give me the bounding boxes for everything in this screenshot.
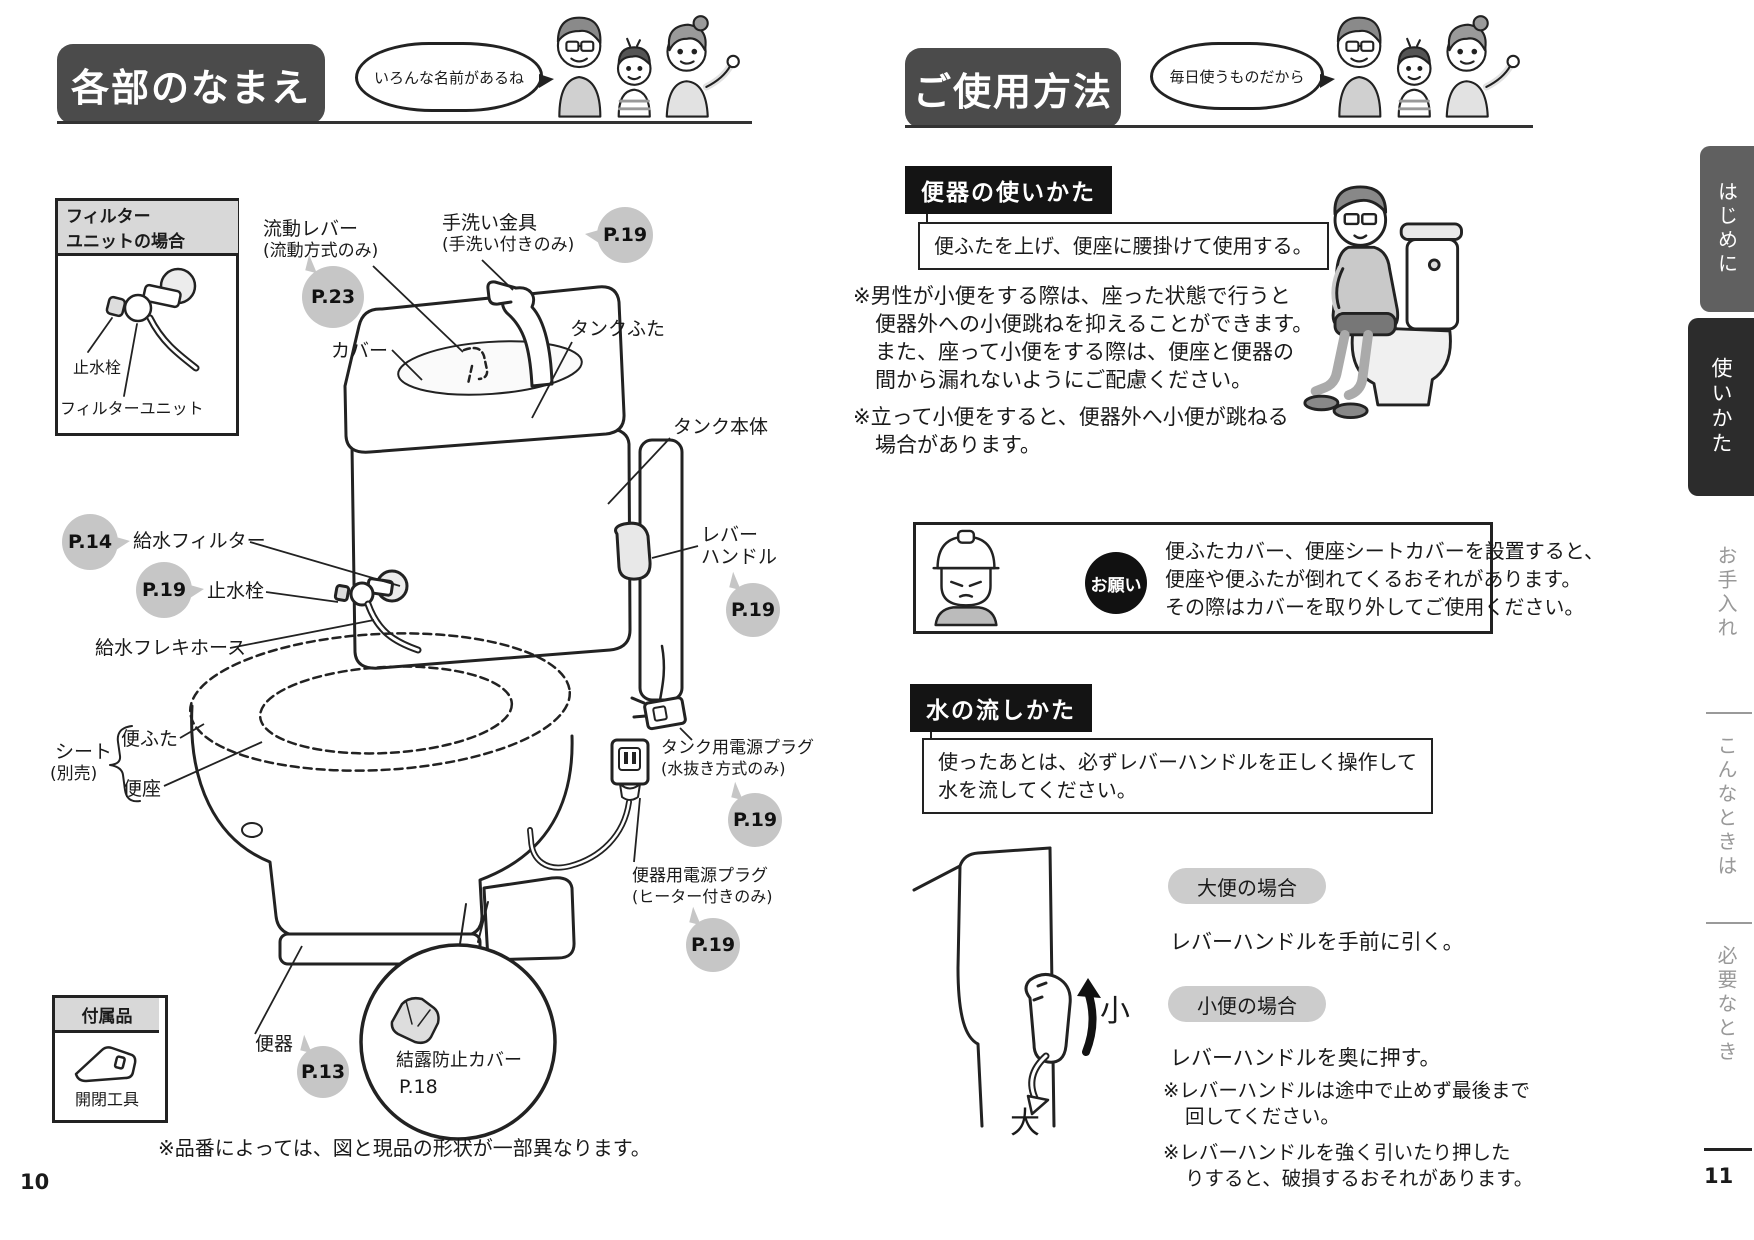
usage-statement: 便ふたを上げ、便座に腰掛けて使用する。 (918, 222, 1329, 270)
onegai-box (913, 522, 1493, 634)
sidebar-divider-1 (1706, 712, 1752, 714)
page-ref-p14: P.14 (62, 514, 130, 570)
label-filter-unit: フィルターユニット (60, 399, 204, 418)
accessory-box-title: 付属品 (55, 998, 159, 1033)
right-page-title-banner: ご使用方法 (905, 48, 1121, 128)
right-header-rule (905, 125, 1533, 128)
label-bowl-plug: 便器用電源プラグ (632, 866, 768, 886)
pill-small-flush-case: 小便の場合 (1168, 986, 1326, 1022)
label-flow-lever: 流動レバー (263, 218, 359, 240)
label-tank-body: タンク本体 (673, 416, 769, 438)
label-lever-handle-1: レバー (701, 524, 759, 546)
label-supply-filter: 給水フィルター (133, 530, 266, 552)
label-bowl: 便器 (255, 1033, 294, 1055)
tool-icon (74, 1046, 137, 1083)
label-stop-valve: 止水栓 (207, 580, 265, 602)
flush-note-1: ※レバーハンドルは途中で止めず最後まで 回してください。 (1163, 1079, 1530, 1128)
toilet-diagram (109, 259, 699, 1141)
label-supply-hose: 給水フレキホース (95, 637, 247, 659)
worker-illustration (932, 529, 1000, 627)
sitting-man-illustration (1303, 185, 1463, 420)
label-condensation-page: P.18 (399, 1076, 438, 1098)
page-number-left: 10 (20, 1170, 50, 1194)
section2-connector (930, 732, 932, 740)
page-ref-p13: P.13 (297, 1046, 349, 1098)
flush-note-2: ※レバーハンドルを強く引いたり押した りすると、破損するおそれがあります。 (1163, 1141, 1534, 1190)
filter-unit-box-title: フィルター ユニットの場合 (58, 201, 238, 256)
label-tank-plug: タンク用電源プラグ (661, 738, 814, 758)
label-big-flush: 大 (1010, 1106, 1040, 1141)
sidebar-divider-2 (1706, 922, 1752, 924)
page-number-right: 11 (1704, 1164, 1734, 1188)
section-title-flushing: 水の流しかた (910, 684, 1092, 732)
page-ref-p23: P.23 (302, 266, 364, 328)
sidebar-tab-tsukaikata[interactable]: 使いかた (1688, 318, 1754, 496)
onegai-text: 便ふたカバー、便座シートカバーを設置すると、 便座や便ふたが倒れてくるおそれがあ… (1165, 539, 1604, 619)
sidebar-divider-3 (1704, 1148, 1752, 1151)
section-title-toilet-usage: 便器の使いかた (905, 166, 1112, 214)
family-illustration-right (1336, 15, 1520, 118)
flushing-statement: 使ったあとは、必ずレバーハンドルを正しく操作して 水を流してください。 (922, 738, 1433, 814)
label-tank-plug-sub: (水抜き方式のみ) (661, 759, 786, 778)
usage-note-1: ※男性が小便をする際は、座った状態で行うと 便器外への小便跳ねを抑えることができ… (853, 284, 1314, 392)
page-ref-p19-stop-valve: P.19 (136, 562, 204, 618)
left-footnote: ※品番によっては、図と現品の形状が一部異なります。 (158, 1136, 651, 1160)
family-illustration (556, 15, 740, 118)
label-tank-lid: タンクふた (570, 318, 666, 340)
big-flush-text: レバーハンドルを手前に引く。 (1170, 930, 1464, 954)
sidebar-tab-otearire[interactable]: お手入れ (1714, 545, 1738, 641)
page-ref-p19-lever: P.19 (726, 583, 780, 637)
page-ref-p19-handwash: P.19 (585, 207, 653, 263)
section1-connector (926, 214, 928, 224)
label-handwash-fitting-sub: (手洗い付きのみ) (442, 235, 575, 255)
page-ref-p19-tank-plug: P.19 (728, 793, 782, 847)
left-header-rule (57, 121, 752, 124)
left-speech-bubble: いろんな名前があるね (355, 42, 554, 112)
label-small-flush: 小 (1100, 994, 1130, 1029)
sidebar-tab-hajimeni[interactable]: はじめに (1700, 146, 1754, 312)
usage-note-2: ※立って小便をすると、便器外へ小便が跳ねる 場合があります。 (853, 405, 1289, 457)
label-toilet-seat: 便座 (123, 778, 162, 800)
pill-big-flush-case: 大便の場合 (1168, 868, 1326, 904)
small-flush-text: レバーハンドルを奥に押す。 (1170, 1046, 1441, 1070)
label-lever-handle-2: ハンドル (701, 546, 778, 568)
sidebar-tab-hitsuyonatoki[interactable]: 必要なとき (1714, 945, 1738, 1065)
label-sheet-sub: (別売) (50, 764, 98, 784)
label-sheet: シート (55, 741, 113, 763)
label-filter-stop-valve: 止水栓 (73, 358, 122, 377)
label-cover: カバー (331, 340, 389, 362)
label-flow-lever-sub: (流動方式のみ) (263, 241, 379, 261)
lever-handle-illustration (912, 846, 1101, 1128)
onegai-badge: お願い (1085, 552, 1147, 614)
left-page-title-banner: 各部のなまえ (57, 44, 325, 124)
label-bowl-plug-sub: (ヒーター付きのみ) (632, 887, 773, 906)
label-handwash-fitting: 手洗い金具 (442, 212, 538, 234)
sidebar-tab-konnatokiwa[interactable]: こんなときは (1714, 735, 1738, 879)
right-speech-bubble: 毎日使うものだから (1150, 42, 1335, 110)
label-toilet-lid: 便ふた (121, 728, 179, 750)
filter-unit-diagram (87, 267, 200, 397)
label-condensation-cover: 結露防止カバー (396, 1050, 522, 1071)
label-accessory-tool: 開閉工具 (75, 1090, 140, 1109)
page-ref-p19-bowl-plug: P.19 (686, 918, 740, 972)
